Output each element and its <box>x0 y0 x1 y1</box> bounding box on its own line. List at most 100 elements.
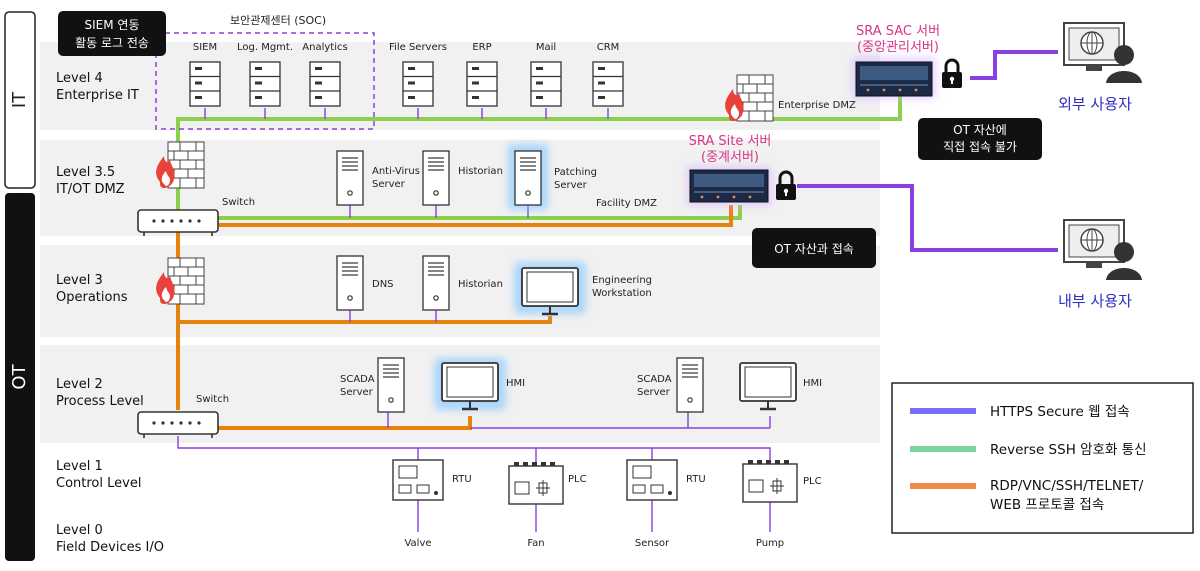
dmz-switch-icon <box>137 209 219 237</box>
field-sensor-label: Sensor <box>635 538 670 549</box>
internal-user-label: 내부 사용자 <box>1058 292 1132 310</box>
level0-name: Field Devices I/O <box>56 540 164 555</box>
external-user-icon <box>1063 22 1143 84</box>
level1-number: Level 1 <box>56 459 103 474</box>
dmz-historian-label: Historian <box>458 166 503 177</box>
level3-number: Level 3 <box>56 273 103 288</box>
legend-protocol-swatch <box>910 483 976 489</box>
siem-callout: SIEM 연동 활동 로그 전송 <box>58 11 166 56</box>
sac-lock-icon <box>940 58 964 90</box>
it-zone-label: IT <box>9 91 30 108</box>
level4-device-drops <box>204 108 609 119</box>
sac-server-icon <box>852 57 936 99</box>
ops-historian-label: Historian <box>458 279 503 290</box>
site-server-icon <box>686 166 772 206</box>
svg-text:활동 로그 전송: 활동 로그 전송 <box>75 36 149 50</box>
logmgmt-server-icon <box>249 61 281 107</box>
fileservers-server-icon <box>402 61 434 107</box>
legend-https-swatch <box>910 408 976 414</box>
legend-protocol-label-line2: WEB 프로토콜 접속 <box>990 497 1104 513</box>
plc1-label: PLC <box>568 474 587 485</box>
dns-server-icon <box>336 255 364 311</box>
svg-text:OT 자산과 접속: OT 자산과 접속 <box>774 242 854 256</box>
scada2-label-line1: SCADA <box>637 374 672 385</box>
scada2-server-icon <box>676 357 704 413</box>
dns-label: DNS <box>372 279 394 290</box>
crm-server-icon <box>592 61 624 107</box>
soc-dashed-box <box>155 32 375 130</box>
eng-label-line1: Engineering <box>592 275 652 286</box>
ot-zone-bar <box>5 193 35 561</box>
level35-number: Level 3.5 <box>56 165 115 180</box>
hmi1-label: HMI <box>506 378 525 389</box>
erp-server-icon <box>466 61 498 107</box>
plc2-icon <box>742 459 798 503</box>
legend-protocol-label-line1: RDP/VNC/SSH/TELNET/ <box>990 478 1144 494</box>
legend-ssh-swatch <box>910 446 976 452</box>
analytics-server-icon <box>309 61 341 107</box>
siem-server-icon <box>189 61 221 107</box>
hmi2-label: HMI <box>803 378 822 389</box>
level1-name: Control Level <box>56 476 141 491</box>
it-zone-bar <box>4 11 36 189</box>
legend-ssh-label: Reverse SSH 암호화 통신 <box>990 442 1147 458</box>
level4-name: Enterprise IT <box>56 88 139 103</box>
erp-label: ERP <box>472 42 491 53</box>
level0-number: Level 0 <box>56 523 103 538</box>
analytics-label: Analytics <box>302 42 347 53</box>
site-title-line2: (중계서버) <box>701 150 759 165</box>
plc2-label: PLC <box>803 476 822 487</box>
mail-label: Mail <box>536 42 556 53</box>
siem-label: SIEM <box>193 42 217 53</box>
antivirus-label-line2: Server <box>372 179 406 190</box>
logmgmt-label: Log. Mgmt. <box>237 42 293 53</box>
svg-text:SIEM 연동: SIEM 연동 <box>85 18 140 32</box>
ops-historian-server-icon <box>422 255 450 311</box>
enterprise-dmz-label: Enterprise DMZ <box>778 100 856 111</box>
ot-zone-label: OT <box>9 363 30 389</box>
level35-name: IT/OT DMZ <box>56 182 125 197</box>
scada1-server-icon <box>377 357 405 413</box>
level2-number: Level 2 <box>56 377 103 392</box>
scada1-label-line2: Server <box>340 387 374 398</box>
internal-user-icon <box>1063 219 1143 281</box>
legend: HTTPS Secure 웹 접속 Reverse SSH 암호화 통신 RDP… <box>891 382 1194 534</box>
eng-label-line2: Workstation <box>592 288 652 299</box>
field-bus-lines <box>177 412 771 532</box>
level2-name: Process Level <box>56 394 144 409</box>
mail-server-icon <box>530 61 562 107</box>
process-switch-icon <box>137 411 219 439</box>
scada2-label-line2: Server <box>637 387 671 398</box>
facility-dmz-label: Facility DMZ <box>596 198 657 209</box>
dmz-historian-server-icon <box>422 150 450 206</box>
level4-number: Level 4 <box>56 71 103 86</box>
external-user-label: 외부 사용자 <box>1058 95 1132 113</box>
field-fan-label: Fan <box>527 538 544 549</box>
plc1-icon <box>508 461 564 505</box>
antivirus-label-line1: Anti-Virus <box>372 166 420 177</box>
fileservers-label: File Servers <box>389 42 447 53</box>
process-switch-label: Switch <box>196 394 229 405</box>
svg-text:OT 자산에: OT 자산에 <box>953 123 1007 137</box>
patching-label-line2: Server <box>554 180 588 191</box>
legend-https-label: HTTPS Secure 웹 접속 <box>990 404 1130 420</box>
crm-label: CRM <box>597 42 620 53</box>
patching-server-icon <box>514 150 542 206</box>
dmz-switch-label: Switch <box>222 197 255 208</box>
site-title-line1: SRA Site 서버 <box>689 134 772 149</box>
patching-label-line1: Patching <box>554 167 597 178</box>
svg-text:직접 접속 불가: 직접 접속 불가 <box>943 140 1017 154</box>
sac-title-line1: SRA SAC 서버 <box>856 24 940 39</box>
field-valve-label: Valve <box>404 538 431 549</box>
https-links <box>797 50 1058 252</box>
rtu1-icon <box>392 459 444 501</box>
rtu2-icon <box>626 459 678 501</box>
sac-callout: OT 자산에 직접 접속 불가 <box>918 118 1042 160</box>
field-pump-label: Pump <box>756 538 784 549</box>
rtu1-label: RTU <box>452 474 472 485</box>
site-callout: OT 자산과 접속 <box>752 228 876 268</box>
soc-title: 보안관제센터 (SOC) <box>230 14 326 27</box>
level3-name: Operations <box>56 290 128 305</box>
rtu2-label: RTU <box>686 474 706 485</box>
